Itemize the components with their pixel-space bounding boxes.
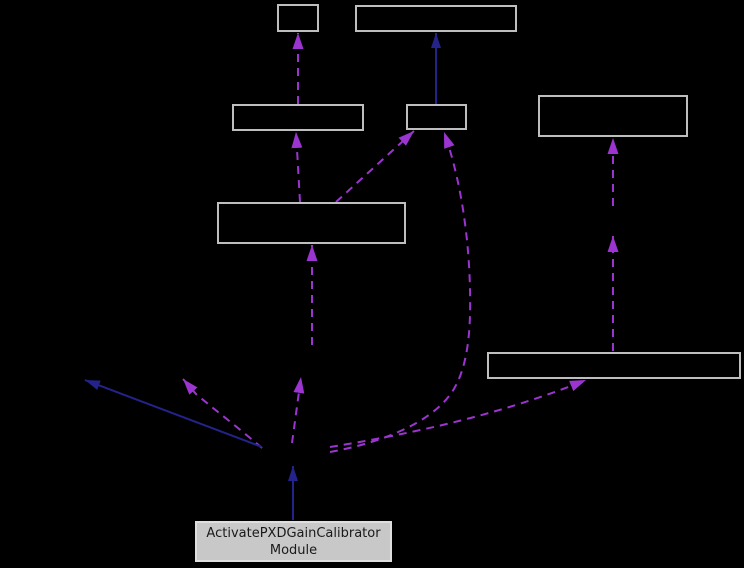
- usage-edge-junction-to-lowerright: [329, 379, 587, 448]
- usage-edge-center-to-midsmall: [335, 130, 415, 203]
- node-center[interactable]: [217, 202, 406, 244]
- usage-edge-junction-to-midsmall: [329, 131, 472, 453]
- node-lower-right[interactable]: [487, 352, 741, 379]
- node-right[interactable]: [538, 95, 688, 137]
- usage-edge-junction-to-left: [182, 378, 263, 449]
- node-top-wide[interactable]: [355, 5, 517, 32]
- node-mid-small[interactable]: [406, 104, 467, 130]
- main-node-label-line2: Module: [269, 542, 318, 558]
- main-node-label-line1: ActivatePXDGainCalibrator: [206, 525, 381, 541]
- node-mid-left[interactable]: [232, 104, 364, 131]
- usage-edge-junction-to-center-lower: [291, 376, 305, 444]
- main-node-activatepxdgaincalibratormodule: ActivatePXDGainCalibrator Module: [195, 521, 392, 562]
- usage-edge-center-to-midleft: [291, 131, 303, 203]
- inheritance-edge-junction-to-upperleft: [84, 379, 263, 448]
- node-top-small[interactable]: [277, 4, 319, 32]
